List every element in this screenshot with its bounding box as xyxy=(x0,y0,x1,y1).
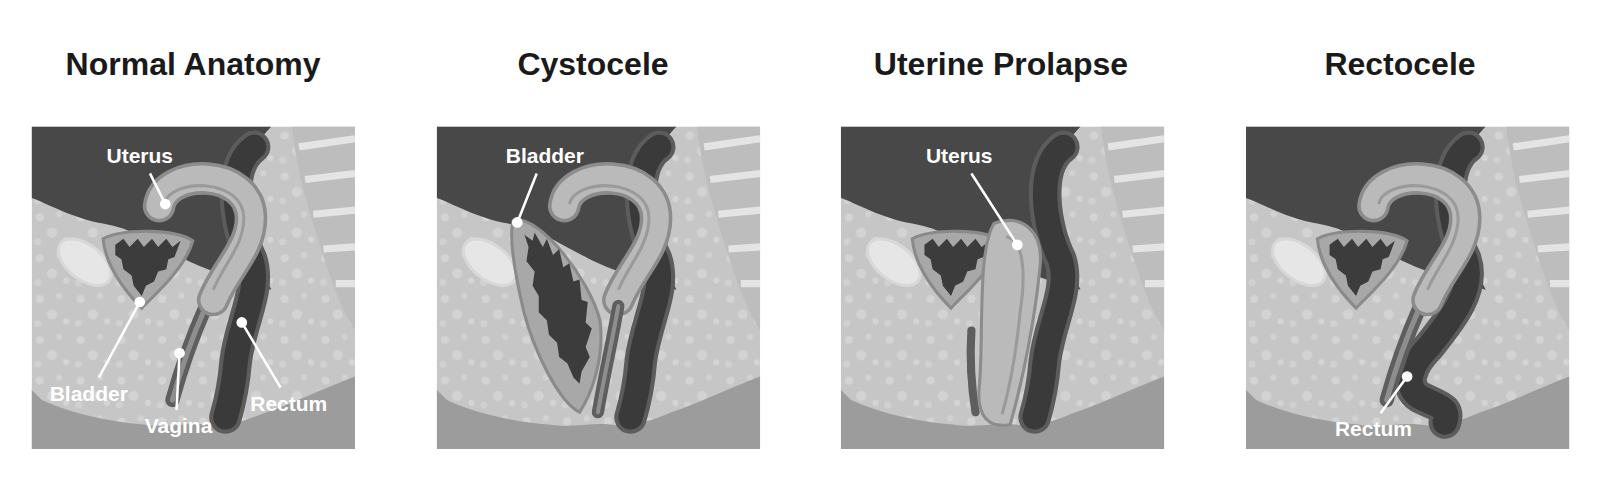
panel-title: Rectocele xyxy=(1324,46,1475,83)
panel-title: Cystocele xyxy=(517,46,668,83)
leader-lines xyxy=(99,173,281,410)
prolapse-panel xyxy=(841,127,1164,449)
part-label: Bladder xyxy=(50,382,128,406)
bladder-shape xyxy=(512,220,601,412)
leader-lines xyxy=(513,173,536,226)
leader-lines xyxy=(1381,372,1412,413)
part-label: Vagina xyxy=(145,414,213,438)
panel-title: Uterine Prolapse xyxy=(874,46,1128,83)
part-label: Uterus xyxy=(926,144,993,168)
vagina-shape xyxy=(1387,308,1420,400)
bladder-shape xyxy=(1317,231,1407,308)
bladder-shape xyxy=(103,231,193,308)
pelvis-section xyxy=(32,127,355,449)
cystocele-panel xyxy=(437,127,760,449)
part-label: Uterus xyxy=(106,144,173,168)
vagina-shape xyxy=(971,331,976,413)
uterus-shape xyxy=(1373,178,1465,300)
pelvis-section xyxy=(1246,127,1569,449)
panel-title: Normal Anatomy xyxy=(66,46,321,83)
part-label: Rectum xyxy=(1335,417,1412,441)
part-label: Bladder xyxy=(506,144,584,168)
normal-panel xyxy=(32,127,355,449)
rectocele-panel xyxy=(1246,127,1569,449)
leader-lines xyxy=(971,173,1021,249)
uterus-shape xyxy=(159,178,251,300)
pelvis-section xyxy=(437,127,760,449)
pelvis-section xyxy=(841,127,1164,449)
uterus-shape xyxy=(979,220,1041,425)
part-label: Rectum xyxy=(250,392,327,416)
